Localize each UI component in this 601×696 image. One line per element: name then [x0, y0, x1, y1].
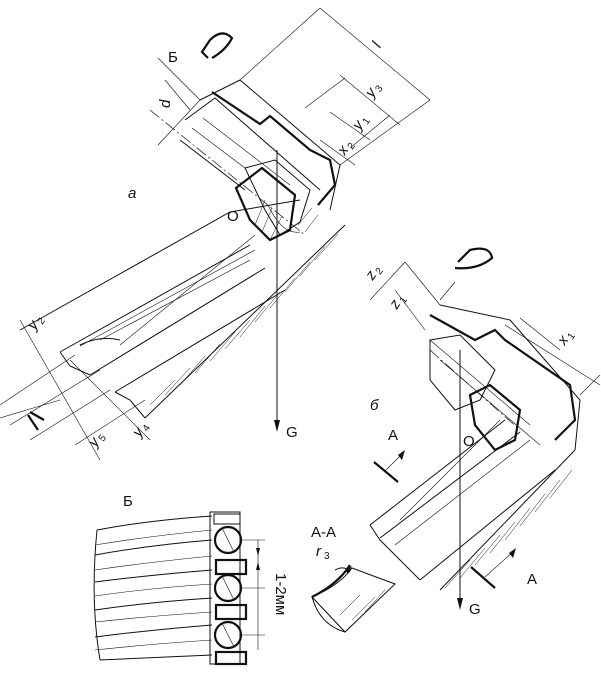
svg-text:3: 3: [324, 551, 330, 562]
view-b-point-o: O: [463, 433, 475, 450]
svg-text:r: r: [316, 543, 322, 560]
view-a-center-line: [149, 109, 306, 236]
view-b-gravity-arrow: [457, 350, 463, 610]
svg-text:3: 3: [373, 83, 385, 94]
view-b-section-marker-left: [373, 450, 405, 483]
view-a-dimension-lines: [0, 7, 431, 461]
view-a-force-label: G: [286, 424, 298, 441]
svg-text:2: 2: [346, 141, 358, 152]
view-a-torque-symbol: [27, 411, 45, 431]
svg-text:1: 1: [361, 116, 373, 127]
view-a-section-mark: Б: [168, 49, 178, 66]
section-aa: А-А r 3: [311, 524, 396, 633]
view-b-dimension-lines: [369, 261, 601, 396]
view-b-section-label-right: А: [527, 571, 537, 588]
svg-text:1: 1: [398, 295, 410, 306]
svg-text:2: 2: [374, 266, 386, 277]
view-a-bar: [19, 199, 346, 419]
detail-b: Б: [93, 493, 289, 666]
view-b-dim-x1: x 1: [553, 331, 578, 349]
section-aa-title: А-А: [311, 524, 336, 541]
svg-text:2: 2: [36, 316, 48, 327]
section-aa-radius-label: r 3: [316, 543, 330, 562]
view-a: а O G Б d l y 3 y 1 x 2 y 2 y 5 y 4: [0, 7, 431, 461]
view-a-point-o: O: [227, 208, 239, 225]
detail-b-gap-label: 1-2мм: [272, 573, 289, 615]
detail-b-layers: [93, 515, 213, 661]
view-a-cap: [179, 79, 341, 242]
view-b-section-marker-right: [470, 548, 516, 589]
view-b: б O G А А z 2 z 1 x 1: [361, 247, 601, 618]
view-b-dim-z2: z 2: [361, 266, 386, 284]
detail-b-title: Б: [123, 493, 133, 510]
view-a-caption: а: [128, 185, 136, 202]
view-b-center-line: [429, 349, 521, 431]
view-a-rotation-symbol: [200, 32, 234, 59]
view-b-rotation-symbol: [454, 247, 494, 270]
view-a-dim-x2: x 2: [333, 141, 358, 159]
detail-b-bolts: [209, 511, 265, 666]
view-b-section-label-left: А: [388, 427, 398, 444]
view-a-dim-y3: y 3: [361, 83, 386, 101]
view-a-dim-l: l: [369, 39, 386, 51]
view-a-gravity-arrow: [274, 150, 280, 432]
svg-text:4: 4: [141, 423, 153, 434]
view-a-dim-y2: y 2: [23, 316, 48, 334]
view-a-dim-y5: y 5: [84, 433, 109, 451]
detail-b-gap-dimension: [256, 540, 260, 650]
view-b-force-label: G: [469, 601, 481, 618]
view-b-body: [369, 304, 581, 591]
view-a-dim-d: d: [157, 99, 174, 108]
view-a-dim-y1: y 1: [348, 116, 373, 134]
svg-text:5: 5: [97, 433, 109, 444]
view-b-caption: б: [370, 397, 379, 414]
svg-text:1: 1: [566, 331, 578, 342]
